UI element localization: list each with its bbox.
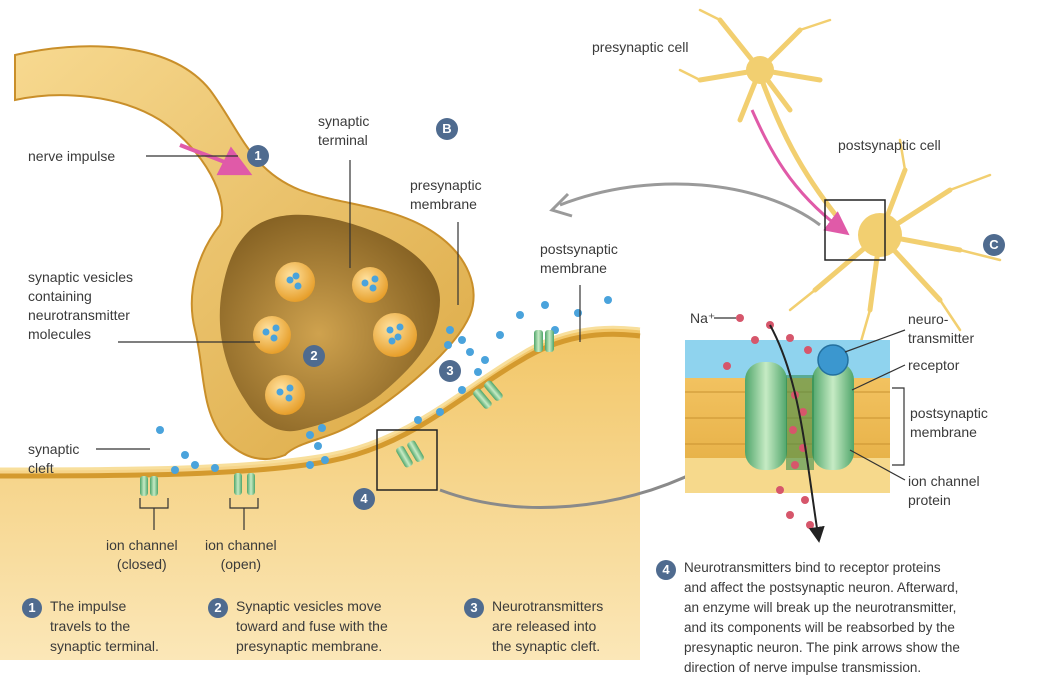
caption-badge-2: 2 — [208, 598, 228, 618]
step-badge-3: 3 — [439, 360, 461, 382]
label-postsynaptic-membrane-inset: postsynaptic membrane — [910, 404, 988, 442]
label-neurotransmitter: neuro- transmitter — [908, 310, 974, 348]
panel-badge-c: C — [983, 234, 1005, 256]
label-nerve-impulse: nerve impulse — [28, 147, 115, 166]
step-badge-4: 4 — [353, 488, 375, 510]
label-synaptic-terminal: synaptic terminal — [318, 112, 369, 150]
postsynaptic-soma — [858, 213, 902, 257]
label-sodium-ion: Na⁺ — [690, 309, 715, 328]
label-postsynaptic-cell: postsynaptic cell — [838, 136, 941, 155]
back-arrow — [560, 184, 820, 225]
neuron-illustration — [680, 10, 1000, 345]
caption-badge-1: 1 — [22, 598, 42, 618]
label-synaptic-vesicles: synaptic vesicles containing neurotransm… — [28, 268, 133, 344]
label-synaptic-cleft: synaptic cleft — [28, 440, 79, 478]
caption-step-1: The impulse travels to the synaptic term… — [50, 596, 159, 656]
step-badge-2: 2 — [303, 345, 325, 367]
caption-step-4: Neurotransmitters bind to receptor prote… — [684, 558, 960, 678]
label-receptor: receptor — [908, 356, 959, 375]
caption-step-3: Neurotransmitters are released into the … — [492, 596, 603, 656]
label-postsynaptic-membrane: postsynaptic membrane — [540, 240, 618, 278]
panel-badge-b: B — [436, 118, 458, 140]
step-badge-1: 1 — [247, 145, 269, 167]
label-ion-channel-protein: ion channel protein — [908, 472, 980, 510]
presynaptic-soma — [746, 56, 774, 84]
caption-badge-4: 4 — [656, 560, 676, 580]
caption-step-2: Synaptic vesicles move toward and fuse w… — [236, 596, 388, 656]
caption-badge-3: 3 — [464, 598, 484, 618]
membrane-inset — [685, 314, 905, 535]
label-ion-channel-open: ion channel (open) — [205, 536, 277, 574]
label-presynaptic-cell: presynaptic cell — [592, 38, 689, 57]
label-presynaptic-membrane: presynaptic membrane — [410, 176, 482, 214]
label-ion-channel-closed: ion channel (closed) — [106, 536, 178, 574]
